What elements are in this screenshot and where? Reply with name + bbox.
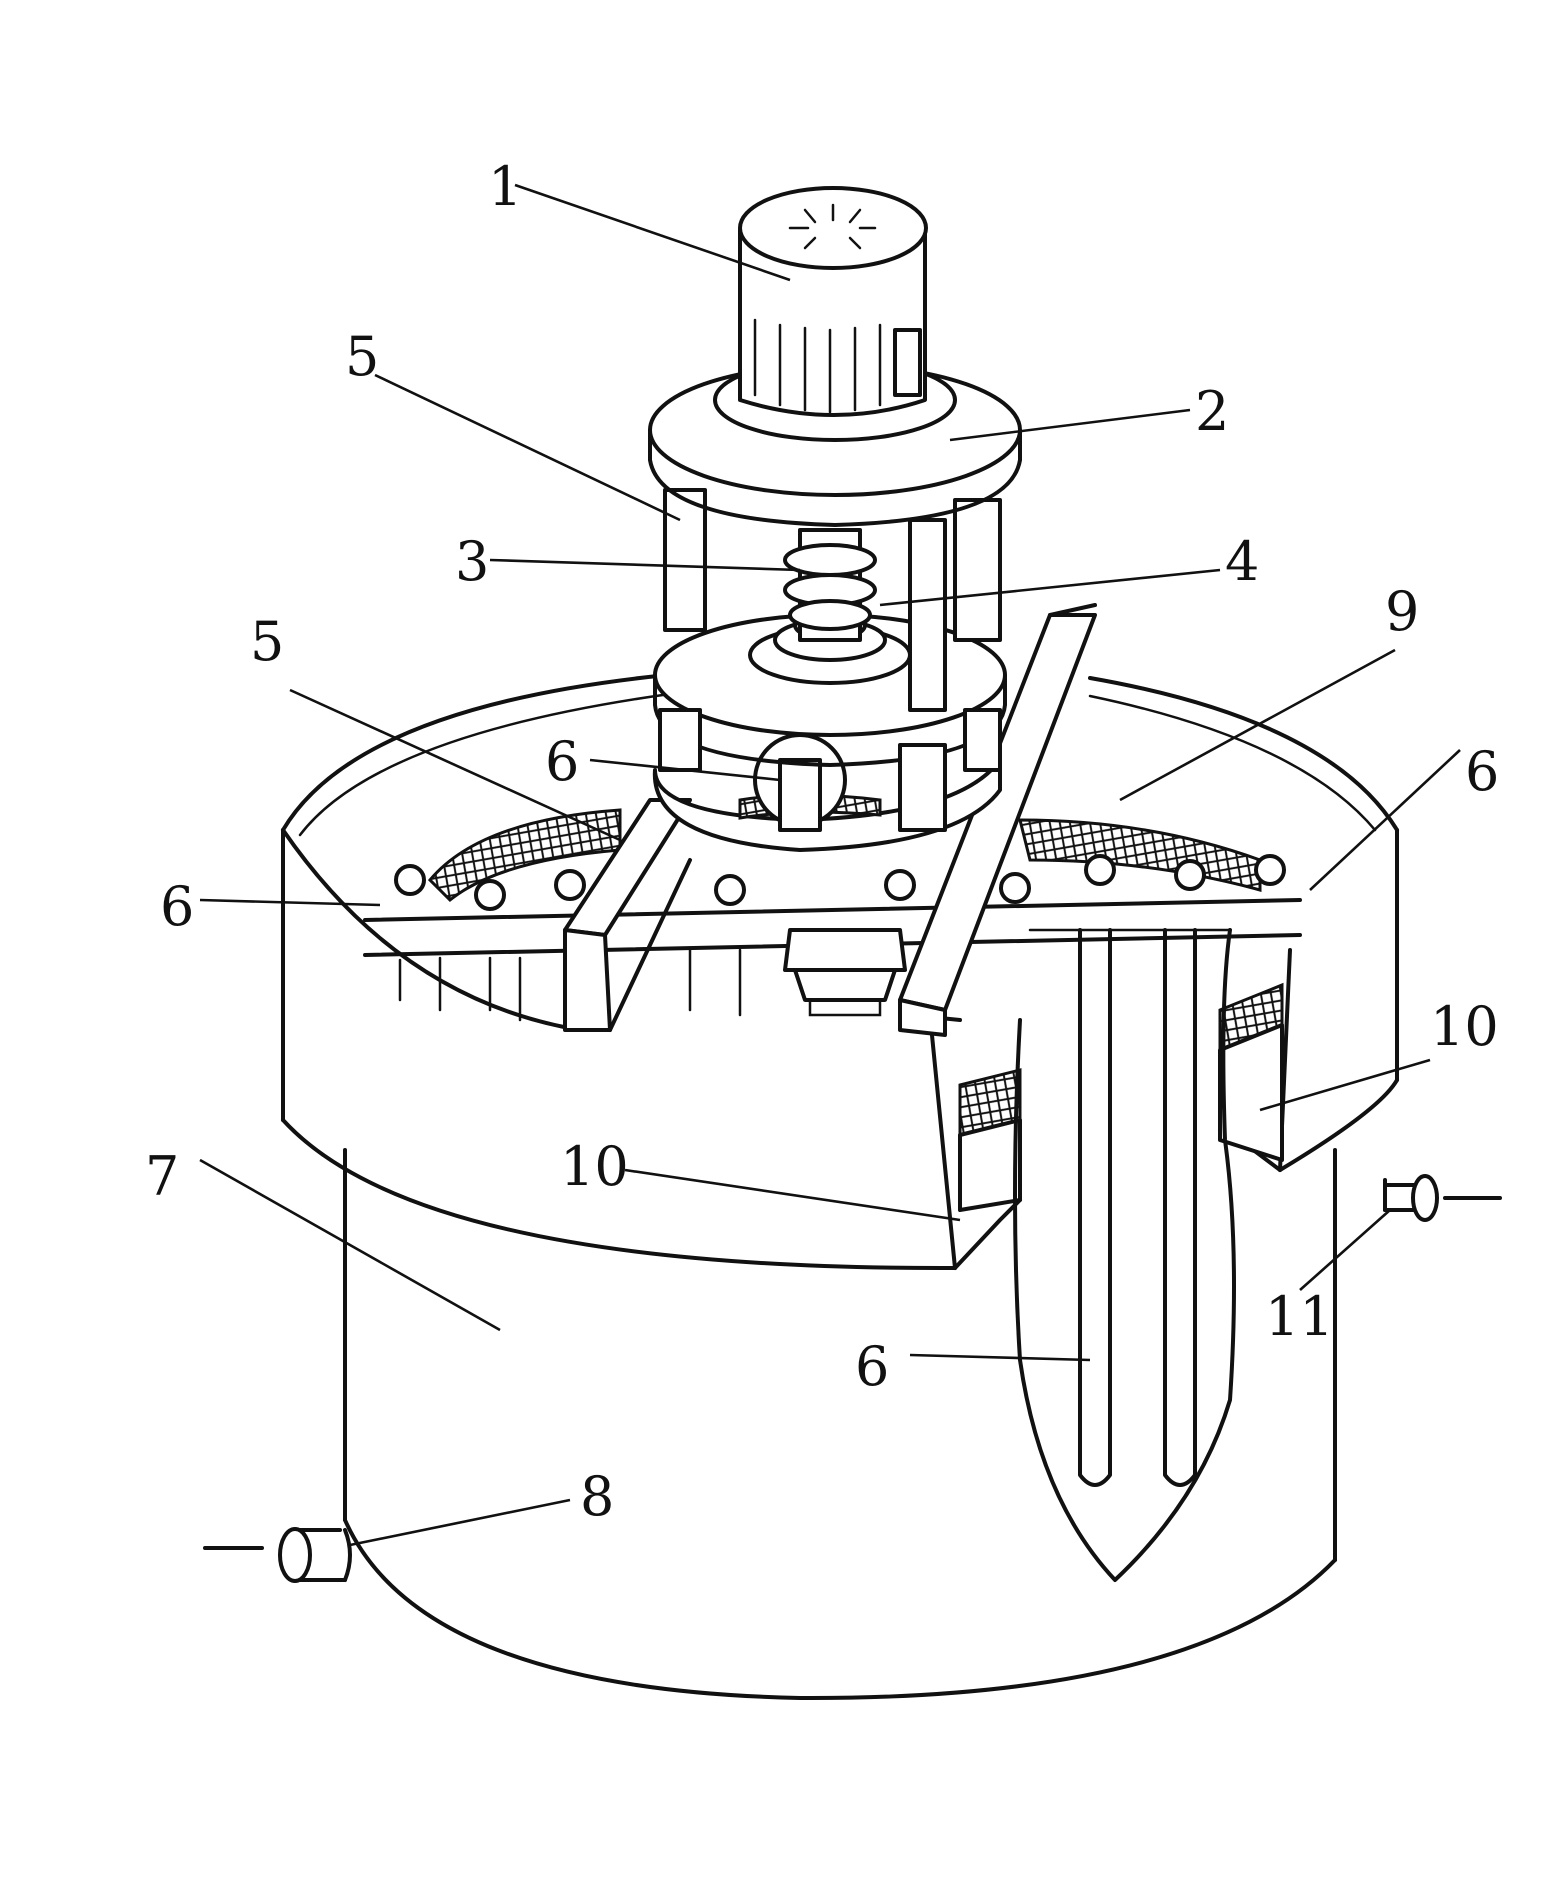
label-6-center: 6 <box>545 730 579 793</box>
shaft-coupling <box>783 528 877 642</box>
label-7: 7 <box>145 1145 179 1208</box>
electrode-plate <box>363 808 1302 1022</box>
upper-support-posts <box>663 488 1002 712</box>
label-6-right: 6 <box>1465 740 1499 803</box>
inlet-pipe <box>203 1527 352 1583</box>
label-3: 3 <box>455 530 489 593</box>
electrode-rods <box>1078 928 1197 1487</box>
lower-support-posts <box>658 708 1002 832</box>
label-1: 1 <box>488 155 522 218</box>
leader-lines <box>199 183 1461 1547</box>
guide-rails <box>563 603 1097 1037</box>
label-6-lower: 6 <box>855 1335 889 1398</box>
label-2: 2 <box>1195 380 1229 443</box>
label-9: 9 <box>1385 580 1419 643</box>
rotor-hub <box>783 928 907 1017</box>
tank-cutaway <box>928 928 1292 1582</box>
motor <box>738 186 928 417</box>
label-6-left: 6 <box>160 875 194 938</box>
label-5-lower: 5 <box>250 610 284 673</box>
outlet-pipe <box>1383 1174 1502 1222</box>
reference-numerals: 1 2 3 4 5 5 6 6 6 6 7 8 9 10 10 11 <box>145 155 1499 1528</box>
label-5-upper: 5 <box>345 325 379 388</box>
label-8: 8 <box>580 1465 614 1528</box>
label-10-right: 10 <box>1430 995 1499 1058</box>
label-10-left: 10 <box>560 1135 629 1198</box>
label-4: 4 <box>1225 530 1259 593</box>
label-11: 11 <box>1265 1285 1334 1348</box>
